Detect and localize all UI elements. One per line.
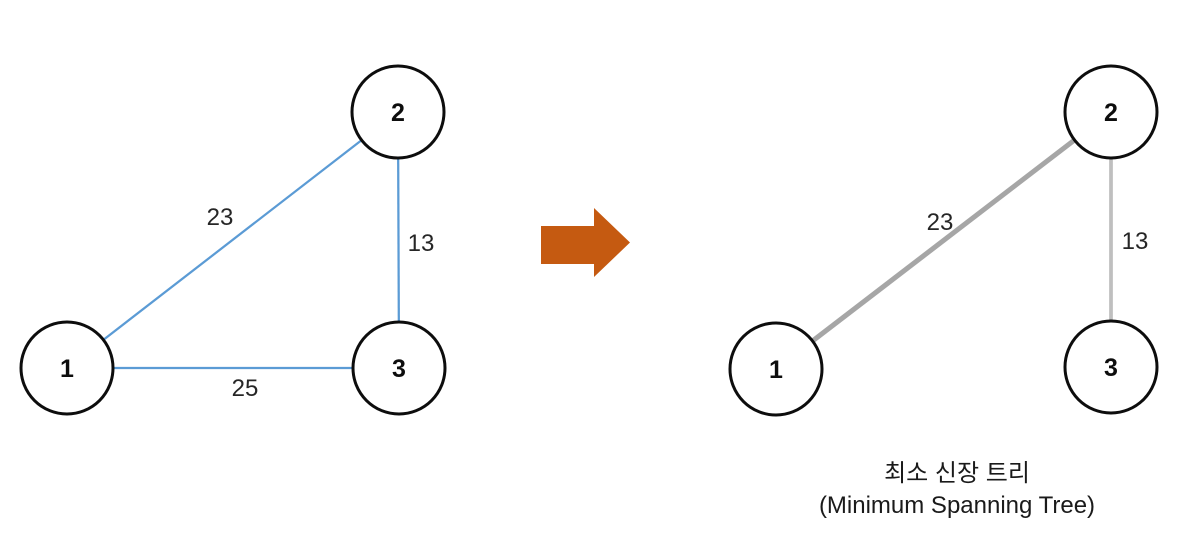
edge-weight-label: 13: [408, 230, 435, 257]
node-1: [19, 320, 115, 416]
node-3: [351, 320, 447, 416]
node-3: [1063, 319, 1159, 415]
edge-1-2: [774, 110, 1113, 371]
node-label: 3: [392, 355, 406, 383]
node-label: 2: [391, 99, 405, 127]
edge-1-2: [66, 111, 399, 369]
node-2: [1063, 64, 1159, 160]
caption-korean: 최소 신장 트리: [884, 460, 1030, 487]
node-label: 1: [60, 355, 74, 383]
edge-weight-label: 23: [207, 204, 234, 231]
node-1: [728, 321, 824, 417]
node-label: 2: [1104, 99, 1118, 127]
edge-weight-label: 25: [232, 375, 259, 402]
node-label: 3: [1104, 354, 1118, 382]
edge-weight-label: 13: [1122, 228, 1149, 255]
node-2: [350, 64, 446, 160]
right-arrow-icon: [541, 208, 630, 277]
caption-english: (Minimum Spanning Tree): [819, 492, 1095, 519]
node-label: 1: [769, 356, 783, 384]
arrow-group: [541, 208, 630, 277]
edge-weight-label: 23: [927, 209, 954, 236]
